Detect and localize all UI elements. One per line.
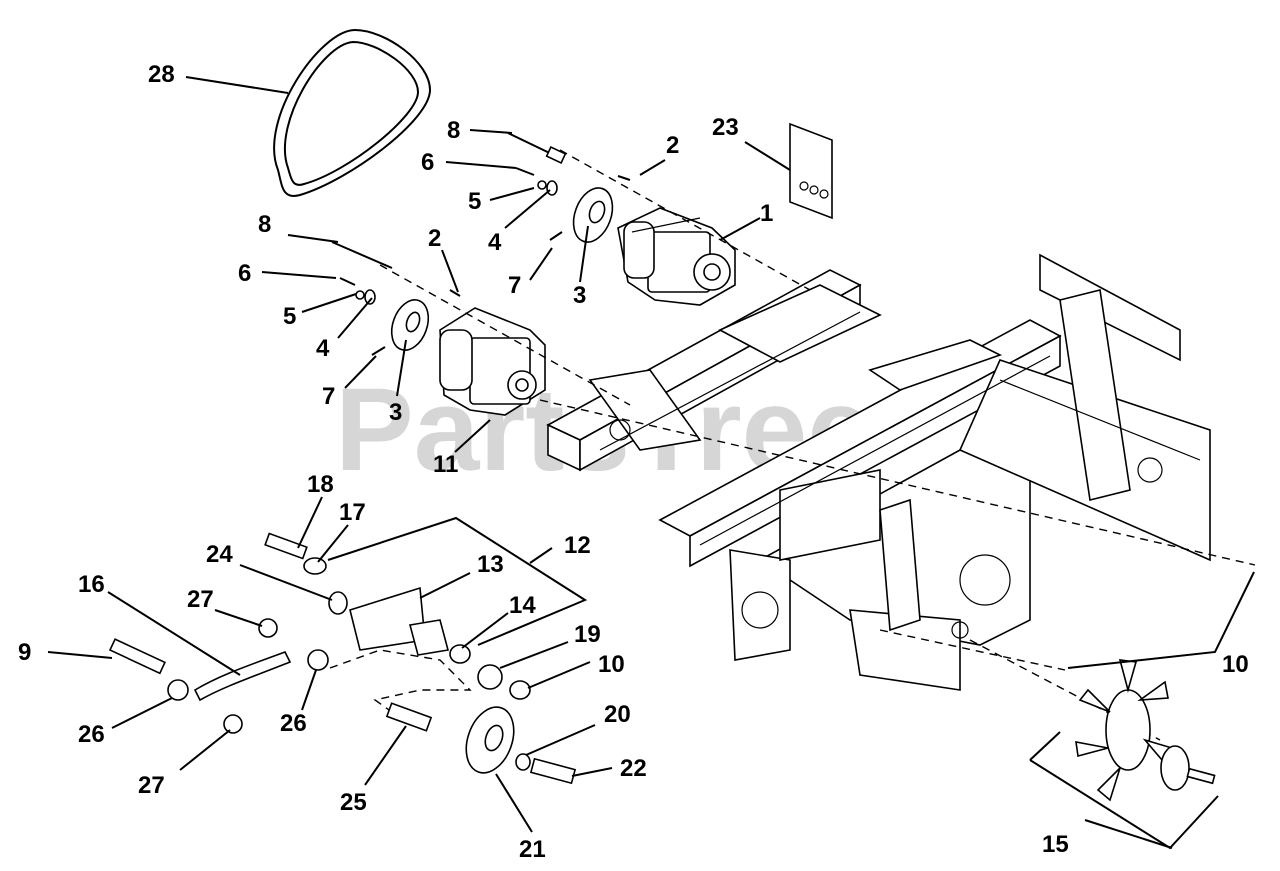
callout-6-upper: 6 bbox=[421, 149, 434, 176]
frame-assembly bbox=[546, 253, 1211, 691]
callout-27-upper: 27 bbox=[187, 586, 214, 613]
part-11-pump[interactable] bbox=[439, 307, 546, 416]
callout-15: 15 bbox=[1042, 831, 1069, 858]
callout-22: 22 bbox=[620, 755, 647, 782]
callout-9: 9 bbox=[18, 639, 31, 666]
callout-3-upper: 3 bbox=[573, 282, 586, 309]
callout-5-upper: 5 bbox=[468, 188, 481, 215]
part-3-upper-pulley[interactable] bbox=[567, 183, 620, 248]
callout-10-left: 10 bbox=[598, 651, 625, 678]
callout-25: 25 bbox=[340, 789, 367, 816]
callout-4-lower: 4 bbox=[316, 335, 330, 362]
callout-23: 23 bbox=[712, 114, 739, 141]
part-15-fan-assembly[interactable] bbox=[1075, 659, 1216, 802]
callout-2-lower: 2 bbox=[428, 225, 441, 252]
idler-bracket-assembly[interactable] bbox=[108, 532, 577, 785]
callout-4-upper: 4 bbox=[488, 229, 502, 256]
callout-10-right: 10 bbox=[1222, 651, 1249, 678]
upper-hardware bbox=[507, 132, 631, 241]
callout-3-lower: 3 bbox=[389, 399, 402, 426]
callout-28: 28 bbox=[148, 61, 175, 88]
part-23-decal[interactable] bbox=[789, 122, 833, 220]
callout-12: 12 bbox=[564, 532, 591, 559]
callout-18: 18 bbox=[307, 471, 334, 498]
callout-labels: 28 8 6 5 4 2 23 1 7 3 8 6 5 4 2 7 3 11 1… bbox=[18, 61, 1249, 863]
lower-hardware bbox=[331, 241, 461, 356]
callout-1: 1 bbox=[760, 200, 773, 227]
callout-13: 13 bbox=[477, 551, 504, 578]
callout-26-left: 26 bbox=[78, 721, 105, 748]
alignment-lines bbox=[329, 149, 1256, 741]
callout-20: 20 bbox=[604, 701, 631, 728]
callout-6-lower: 6 bbox=[238, 260, 251, 287]
callout-8-upper: 8 bbox=[447, 117, 460, 144]
callout-21: 21 bbox=[519, 836, 546, 863]
callout-14: 14 bbox=[509, 592, 536, 619]
part-1-pump[interactable] bbox=[617, 207, 736, 306]
callout-26-right: 26 bbox=[280, 710, 307, 737]
callout-19: 19 bbox=[574, 621, 601, 648]
callout-17: 17 bbox=[339, 499, 366, 526]
callout-5-lower: 5 bbox=[283, 303, 296, 330]
part-3-lower-pulley[interactable] bbox=[385, 295, 435, 355]
callout-27-lower: 27 bbox=[138, 772, 165, 799]
callout-2-upper: 2 bbox=[666, 132, 679, 159]
callout-7-lower: 7 bbox=[322, 383, 335, 410]
callout-8-lower: 8 bbox=[258, 211, 271, 238]
callout-11: 11 bbox=[433, 451, 458, 478]
part-28-belt[interactable] bbox=[273, 28, 432, 197]
leader-lines bbox=[47, 76, 1255, 850]
callout-24: 24 bbox=[206, 541, 233, 568]
callout-7-upper: 7 bbox=[508, 272, 521, 299]
callout-16: 16 bbox=[78, 571, 105, 598]
